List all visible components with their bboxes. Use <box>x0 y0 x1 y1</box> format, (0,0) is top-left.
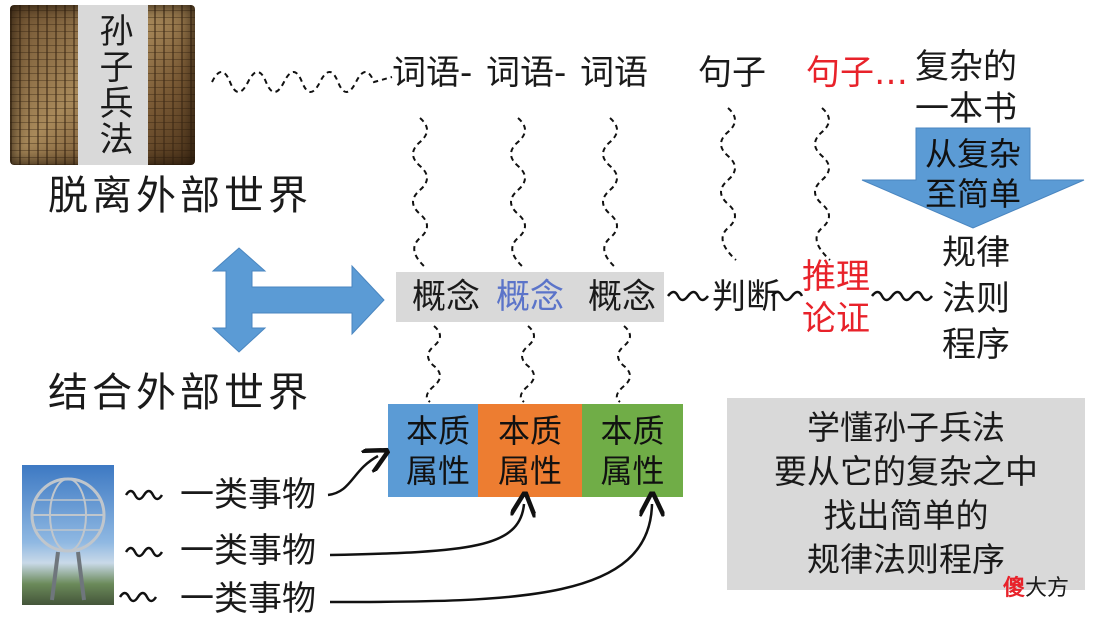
scroll-title: 孙子兵法 <box>78 5 148 165</box>
combined-label: 结合外部世界 <box>48 370 312 416</box>
judgement-label: 判断 <box>712 277 780 317</box>
thing-1: 一类事物 <box>180 475 316 515</box>
vertical-waves-bottom <box>425 325 631 403</box>
vertical-waves-top <box>412 107 831 269</box>
summary-panel: 学懂孙子兵法 要从它的复杂之中 找出简单的 规律法则程序 <box>727 398 1085 590</box>
essence-box-1: 本质 属性 <box>388 404 488 497</box>
watermark: 傻大方 <box>1003 578 1069 600</box>
word-1: 词语- <box>392 53 473 93</box>
down-arrow-icon <box>861 127 1085 229</box>
reasoning-label: 推理 论证 <box>802 257 870 339</box>
horizontal-waves-mid <box>667 290 933 302</box>
down-arrow-line-2: 至简单 <box>925 175 1021 213</box>
thing-3: 一类事物 <box>180 579 316 619</box>
sentence-2: 句子… <box>806 53 908 93</box>
complex-book-label: 复杂的 一本书 <box>915 47 1017 129</box>
watermark-rest: 大方 <box>1025 576 1070 601</box>
concept-3: 概念 <box>588 277 656 317</box>
word-2: 词语- <box>486 53 567 93</box>
wave-scroll-to-words <box>211 71 393 93</box>
globe-drawing <box>30 477 106 601</box>
concept-2: 概念 <box>496 277 564 317</box>
detached-label: 脱离外部世界 <box>48 173 312 219</box>
down-arrow-line-1: 从复杂 <box>925 135 1021 173</box>
word-3: 词语 <box>580 53 648 93</box>
sentence-1: 句子 <box>698 53 766 93</box>
watermark-red: 傻 <box>1003 576 1026 601</box>
thing-2: 一类事物 <box>180 531 316 571</box>
rules-label: 规律 法则 程序 <box>942 233 1010 365</box>
essence-box-2: 本质 属性 <box>478 404 582 497</box>
essence-box-3: 本质 属性 <box>582 404 683 497</box>
concept-1: 概念 <box>412 277 480 317</box>
double-arrow-icon <box>211 247 385 353</box>
thing-waves <box>118 489 164 603</box>
thing-arrows <box>327 456 652 604</box>
concept-bar <box>396 272 664 322</box>
